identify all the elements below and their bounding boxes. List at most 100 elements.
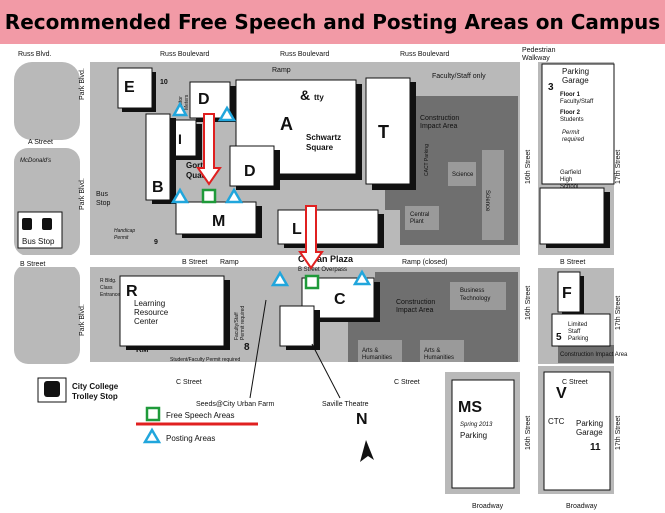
- building-a: A: [280, 114, 293, 134]
- mcdonalds: McDonald's: [20, 158, 51, 164]
- floor-2: Floor 2: [560, 110, 581, 116]
- tty: tty: [314, 93, 324, 102]
- limited-3: Parking: [568, 336, 588, 342]
- gorton-quad-2: Quad: [186, 171, 207, 180]
- seeds-pointer: [249, 299, 267, 399]
- label-walkway: Walkway: [522, 55, 550, 62]
- r-bldg-2: Class: [100, 285, 113, 291]
- construction-5: Construction Impact Area: [560, 352, 628, 358]
- science-building: [448, 162, 476, 186]
- arts-1: Arts &: [362, 348, 378, 354]
- construction-4: Impact Area: [396, 307, 433, 314]
- gorton-quad-1: Gorton: [186, 161, 213, 170]
- science-2: Science: [484, 190, 490, 212]
- b-street: [0, 255, 665, 267]
- central-2: Plant: [410, 219, 424, 225]
- c-street: [90, 362, 520, 372]
- building-l: L: [292, 221, 302, 238]
- lot-3: 3: [548, 82, 554, 93]
- lrc-1: Learning: [134, 299, 165, 308]
- page-title: Recommended Free Speech and Posting Area…: [4, 10, 661, 34]
- building-v: V: [556, 385, 567, 402]
- seventeenth-street: [614, 44, 624, 513]
- garfield-2: High: [560, 177, 572, 183]
- label-b-street-right: B Street: [560, 259, 585, 266]
- street-labels: Russ Blvd. Russ Boulevard Russ Boulevard…: [18, 47, 622, 510]
- label-16th-2: 16th Street: [525, 286, 532, 320]
- label-russ-boulevard-3: Russ Boulevard: [400, 51, 450, 58]
- saville-label: Saville Theatre: [322, 401, 369, 408]
- label-c-street-2: C Street: [394, 379, 420, 386]
- limited-1: Limited: [568, 322, 587, 328]
- label-park-blvd-3: Park Blvd.: [79, 304, 86, 336]
- garage-11-1: Parking: [576, 419, 603, 428]
- posting-6: [352, 269, 372, 286]
- legend-free-speech-label: Free Speech Areas: [166, 411, 234, 420]
- faculty-staff-8-1: Faculty/Staff: [234, 312, 240, 340]
- posting-3: [170, 187, 190, 204]
- handicap-1: Handicap: [114, 228, 135, 234]
- park-blvd: [80, 44, 90, 374]
- posting-5: [270, 270, 290, 287]
- sixteenth-street: [520, 44, 538, 513]
- permit-2: required: [562, 137, 585, 143]
- arts-humanities-2: [420, 340, 464, 362]
- ampersand: &: [300, 87, 310, 103]
- building-letters: E D A T I D B M L C R F V MS & tty: [124, 79, 572, 416]
- science-building-2: [482, 150, 504, 240]
- ctc-label: CTC: [548, 417, 565, 426]
- construction-2: Impact Area: [420, 123, 457, 130]
- label-17th-1: 17th Street: [615, 150, 622, 184]
- label-b-street-mid: B Street: [182, 259, 207, 266]
- seeds-label: Seeds@City Urban Farm: [196, 401, 274, 408]
- ms-spring: Spring 2013: [460, 422, 493, 428]
- business-2: Technology: [460, 296, 490, 302]
- curran-plaza-1: Curran Plaza: [298, 254, 354, 264]
- campus-map: Russ Blvd. Russ Boulevard Russ Boulevard…: [0, 44, 665, 513]
- free-speech-curran: [304, 274, 320, 290]
- building-ms: MS: [458, 399, 482, 416]
- lot-10: 10: [160, 79, 168, 86]
- arts-2: Humanities: [362, 355, 392, 361]
- trolley-2: Trolley Stop: [72, 392, 118, 401]
- plaza-labels: Schwartz Square Gorton Quad Curran Plaza…: [186, 133, 354, 273]
- label-ramp-mid: Ramp: [220, 259, 239, 266]
- limited-2: Staff: [568, 329, 581, 335]
- building-e: E: [124, 79, 135, 96]
- r-bldg-1: R Bldg.: [100, 278, 116, 284]
- free-speech-gorton: [201, 188, 217, 204]
- free-speech-markers: [201, 188, 320, 290]
- legend-free-speech-icon: [145, 406, 161, 422]
- arrow-gorton-quad: [196, 113, 222, 186]
- lrc-2: Resource: [134, 308, 169, 317]
- bus-stop-1: Bus: [96, 191, 109, 198]
- title-banner: Recommended Free Speech and Posting Area…: [0, 0, 665, 44]
- compass-n: N: [356, 411, 368, 428]
- legend-posting-icon: [142, 427, 162, 444]
- label-c-street-3: C Street: [562, 379, 588, 386]
- garage-11-2: Garage: [576, 428, 603, 437]
- map-labels: Learning Resource Center RM CTC 10 9 8 3…: [20, 67, 628, 453]
- label-broadway-1: Broadway: [472, 503, 504, 510]
- trolley-icon: [44, 381, 60, 397]
- floor-2-who: Students: [560, 117, 584, 123]
- lot-5: 5: [556, 332, 562, 343]
- bus-stop-box-label: Bus Stop: [22, 237, 55, 246]
- lrc-3: Center: [134, 317, 158, 326]
- garfield-1: Garfield: [560, 170, 581, 176]
- label-c-street-1: C Street: [176, 379, 202, 386]
- trolley-1: City College: [72, 382, 119, 391]
- business-technology: [450, 282, 506, 310]
- schwartz-square-1: Schwartz: [306, 133, 341, 142]
- floor-1-who: Faculty/Staff: [560, 99, 594, 105]
- construction-3: Construction: [396, 299, 435, 306]
- construction-impact-area-east: [558, 345, 614, 363]
- building-d-south: D: [244, 163, 256, 180]
- label-park-blvd-1: Park Blvd.: [79, 68, 86, 100]
- arts-humanities-1: [358, 340, 402, 362]
- visitor-2: Meters: [184, 94, 190, 110]
- ms-parking: Parking: [460, 431, 487, 440]
- lot-11: 11: [590, 442, 601, 453]
- lot-8: 8: [244, 342, 250, 353]
- russ-boulevard: [0, 56, 530, 62]
